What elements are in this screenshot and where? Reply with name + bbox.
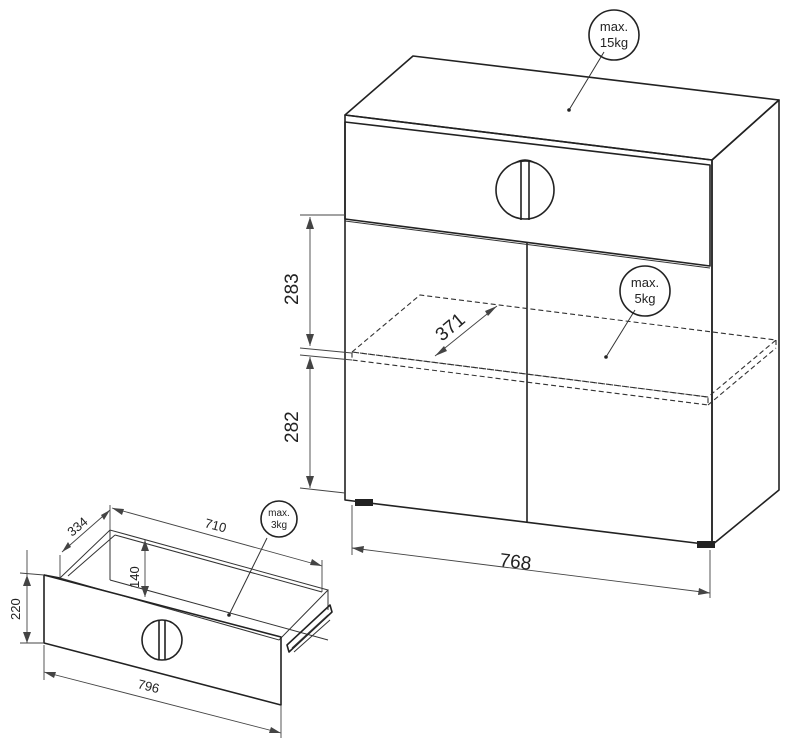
- width-dimension: 768: [351, 505, 711, 598]
- cabinet-foot-right: [697, 541, 715, 548]
- drawer-load-line1: max.: [268, 508, 290, 519]
- drawer-inner-top: [59, 529, 329, 641]
- drawer-runner: [286, 604, 333, 653]
- shelf-outline: [350, 294, 778, 406]
- drawer-inner-width-value: 710: [203, 515, 228, 535]
- top-load-label: max. 15kg: [567, 9, 640, 112]
- upper-height-value: 283: [282, 273, 303, 305]
- cabinet-top: [344, 55, 780, 161]
- shelf-load-line1: max.: [631, 275, 659, 290]
- top-drawer-front: [344, 121, 711, 267]
- drawer-width-inner-dimension: 710: [111, 507, 323, 592]
- drawer-inner-height-dimension: 140: [127, 540, 149, 597]
- drawer-load-label: max. 3kg: [227, 500, 298, 617]
- top-load-line1: max.: [600, 19, 628, 34]
- drawer-height-value: 220: [8, 598, 23, 620]
- drawer-width-value: 796: [136, 676, 161, 696]
- cabinet-foot-left: [355, 499, 373, 506]
- shelf-depth-value: 371: [432, 309, 470, 345]
- drawer-inner-height-value: 140: [127, 566, 142, 588]
- height-dimensions: 283 282: [282, 214, 353, 494]
- drawer-load-line2: 3kg: [271, 520, 287, 531]
- drawer-handle: [141, 619, 183, 661]
- drawer-height-dimension: 220: [8, 550, 45, 644]
- shelf-depth-dimension: 371: [432, 305, 498, 357]
- cabinet: max. 15kg max. 5kg 371: [282, 9, 780, 598]
- drawer-width-dimension: 796: [43, 645, 282, 738]
- shelf-load-label: max. 5kg: [604, 265, 671, 359]
- top-drawer-handle: [495, 159, 555, 220]
- doors-top-edge: [344, 220, 711, 269]
- lower-height-value: 282: [282, 411, 303, 443]
- drawer-depth-dimension: 334: [59, 505, 111, 578]
- shelf-load-line2: 5kg: [635, 291, 656, 306]
- drawer: max. 3kg 334 710 140: [8, 500, 333, 738]
- top-load-line2: 15kg: [600, 35, 628, 50]
- cabinet-side: [711, 99, 780, 546]
- width-value: 768: [498, 550, 532, 575]
- drawer-depth-value: 334: [64, 514, 90, 539]
